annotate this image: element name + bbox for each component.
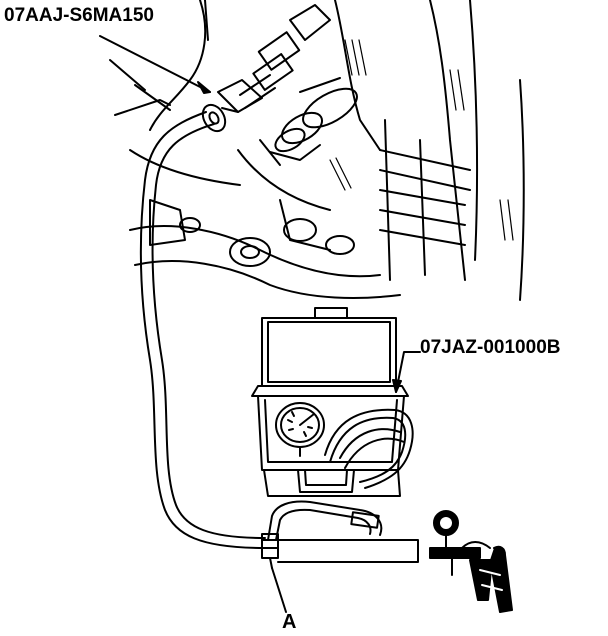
pressure-sensor-connector [239,4,331,109]
engine-hatching [329,39,514,241]
leader-tool-top [99,35,211,94]
engine-housing [109,0,525,301]
tester-output-hose [267,500,383,541]
gauge-hose [139,111,266,549]
oil-pressure-switch [259,77,358,166]
engine-boss-holes [179,217,355,267]
leader-point-a [271,567,287,613]
tester-kit-number-label: 07JAZ-001000B [420,337,561,358]
joint-a-fitting [261,533,419,569]
tester-gauge [275,402,325,457]
handheld-gauge-tool [429,510,513,613]
adapter-fitting [201,79,263,133]
tester-case [251,307,409,497]
tool-number-label: 07AAJ-S6MA150 [4,5,154,26]
tester-coiled-hose [324,408,414,489]
leader-tool-kit [392,351,421,393]
point-a-label: A [282,611,297,633]
